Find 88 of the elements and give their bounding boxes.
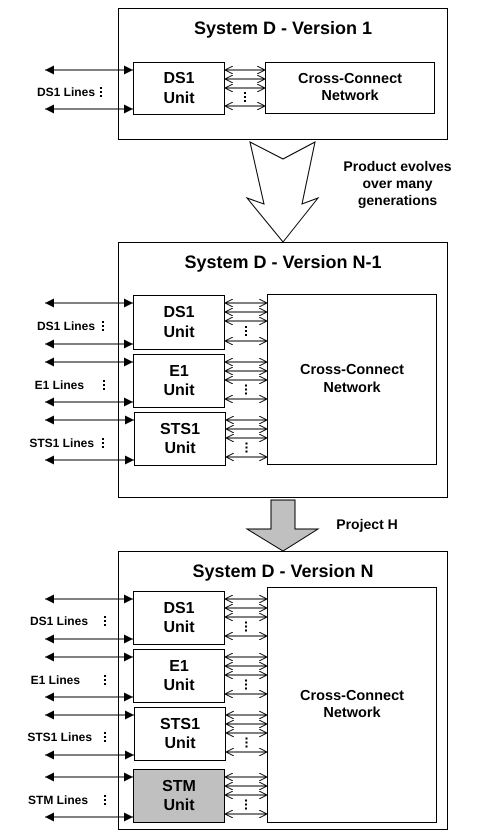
double-arrow xyxy=(44,594,134,604)
double-arrow xyxy=(224,594,268,604)
node-label: STM Unit xyxy=(161,776,197,816)
double-arrow xyxy=(226,748,268,756)
double-arrow xyxy=(224,376,268,384)
double-arrow xyxy=(224,366,268,376)
double-arrow xyxy=(44,710,134,720)
double-arrow xyxy=(224,308,268,316)
double-arrow xyxy=(44,340,134,348)
double-arrow xyxy=(224,336,268,346)
line-label: STS1 Lines xyxy=(0,730,92,744)
network-box xyxy=(265,62,435,114)
double-arrow xyxy=(44,358,134,366)
system-title: System D - Version 1 xyxy=(194,18,372,39)
double-arrow xyxy=(224,782,268,790)
double-arrow xyxy=(224,690,268,698)
double-arrow xyxy=(224,102,266,110)
double-arrow xyxy=(224,652,268,662)
unit-box xyxy=(133,354,225,408)
unit-box xyxy=(133,295,225,350)
double-arrow xyxy=(224,84,266,92)
double-arrow xyxy=(224,298,268,308)
double-arrow xyxy=(224,74,266,84)
line-label: STM Lines xyxy=(0,793,88,807)
node-label: Cross-Connect Network xyxy=(297,70,403,106)
unit-box xyxy=(133,649,225,703)
edge-label: Product evolves over many generations xyxy=(342,158,453,208)
unit-box xyxy=(133,591,225,645)
double-arrow xyxy=(224,358,268,366)
double-arrow xyxy=(224,394,268,404)
double-arrow xyxy=(224,632,268,640)
node-label: DS1 Unit xyxy=(162,69,196,108)
double-arrow xyxy=(44,66,134,74)
node-label: E1 Unit xyxy=(162,656,196,696)
line-label: DS1 Lines xyxy=(4,85,95,99)
double-arrow xyxy=(44,416,134,424)
network-box xyxy=(267,294,437,465)
double-arrow xyxy=(224,316,268,326)
system-box xyxy=(118,551,448,830)
double-arrow xyxy=(224,66,266,74)
double-arrow xyxy=(226,416,268,424)
node-label: STS1 Unit xyxy=(158,714,201,754)
edge-label: Project H xyxy=(335,516,399,533)
node-label: DS1 Unit xyxy=(162,303,196,342)
double-arrow xyxy=(44,772,134,782)
double-arrow xyxy=(44,652,134,662)
double-arrow xyxy=(44,692,134,702)
system-box xyxy=(118,242,448,498)
system-box xyxy=(118,8,448,140)
double-arrow xyxy=(224,772,268,782)
line-label: DS1 Lines xyxy=(4,319,95,333)
double-arrow xyxy=(224,604,268,612)
line-label: DS1 Lines xyxy=(4,614,88,628)
double-arrow xyxy=(44,812,134,822)
double-arrow xyxy=(224,662,268,670)
double-arrow xyxy=(44,298,134,308)
double-arrow xyxy=(226,452,268,462)
double-arrow xyxy=(44,104,134,114)
system-title: System D - Version N xyxy=(192,561,374,582)
double-arrow xyxy=(44,398,134,406)
line-label: E1 Lines xyxy=(4,673,80,687)
unit-box xyxy=(134,707,226,761)
double-arrow xyxy=(224,612,268,622)
double-arrow xyxy=(224,790,268,800)
line-label: STS1 Lines xyxy=(0,436,94,450)
system-title: System D - Version N-1 xyxy=(184,252,382,273)
node-label: STS1 Unit xyxy=(158,420,201,458)
double-arrow xyxy=(226,728,268,738)
double-arrow xyxy=(44,750,134,760)
node-label: DS1 Unit xyxy=(162,598,196,638)
unit-box xyxy=(134,412,226,466)
block-arrow xyxy=(245,141,320,243)
double-arrow xyxy=(226,434,268,442)
double-arrow xyxy=(226,720,268,728)
block-arrow xyxy=(245,500,320,552)
unit-box xyxy=(133,769,225,823)
double-arrow xyxy=(44,634,134,644)
network-box xyxy=(267,587,437,823)
double-arrow xyxy=(226,710,268,720)
node-label: Cross-Connect Network xyxy=(299,362,405,397)
double-arrow xyxy=(44,456,134,464)
double-arrow xyxy=(224,670,268,680)
node-label: Cross-Connect Network xyxy=(299,688,405,722)
unit-box xyxy=(133,62,225,115)
double-arrow xyxy=(224,810,268,818)
line-label: E1 Lines xyxy=(4,378,84,392)
double-arrow xyxy=(226,424,268,434)
node-label: E1 Unit xyxy=(162,362,196,400)
